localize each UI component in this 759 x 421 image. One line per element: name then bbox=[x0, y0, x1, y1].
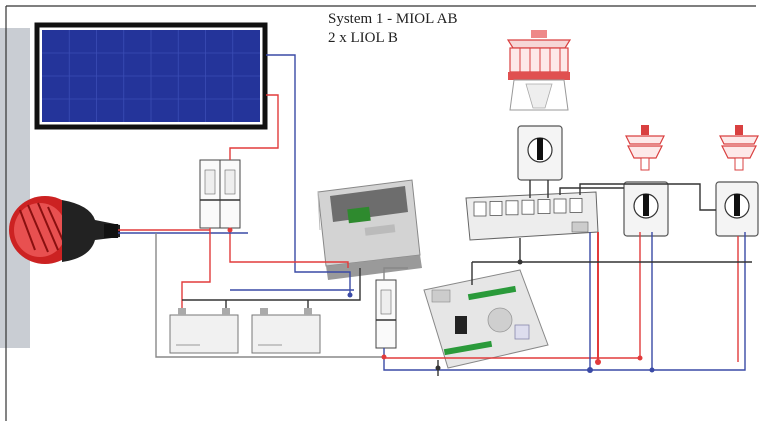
relay-board bbox=[465, 191, 599, 241]
fuse-holder-bottom bbox=[375, 279, 397, 349]
solar-panel bbox=[34, 22, 268, 130]
wire-panel-negative bbox=[266, 54, 351, 295]
wind-turbine bbox=[9, 196, 120, 264]
fuse-holder-top bbox=[199, 159, 241, 229]
controller-board bbox=[423, 269, 549, 369]
light-3 bbox=[719, 125, 759, 171]
battery-1 bbox=[169, 308, 239, 354]
switch-1 bbox=[517, 125, 563, 181]
lighthouse-light-large bbox=[506, 30, 572, 111]
title-line-1: System 1 - MIOL AB bbox=[328, 11, 458, 27]
title-line-2: 2 x LIOL B bbox=[328, 30, 398, 46]
wire-panel-positive bbox=[229, 94, 279, 160]
light-2 bbox=[625, 125, 665, 171]
battery-2 bbox=[251, 308, 321, 354]
diagram-title: System 1 - MIOL AB 2 x LIOL B bbox=[328, 10, 457, 48]
left-edge-strip bbox=[0, 28, 30, 348]
charge-controller bbox=[317, 179, 422, 280]
switch-3 bbox=[715, 181, 759, 237]
switch-2 bbox=[623, 181, 669, 237]
junction-dots bbox=[227, 227, 655, 373]
